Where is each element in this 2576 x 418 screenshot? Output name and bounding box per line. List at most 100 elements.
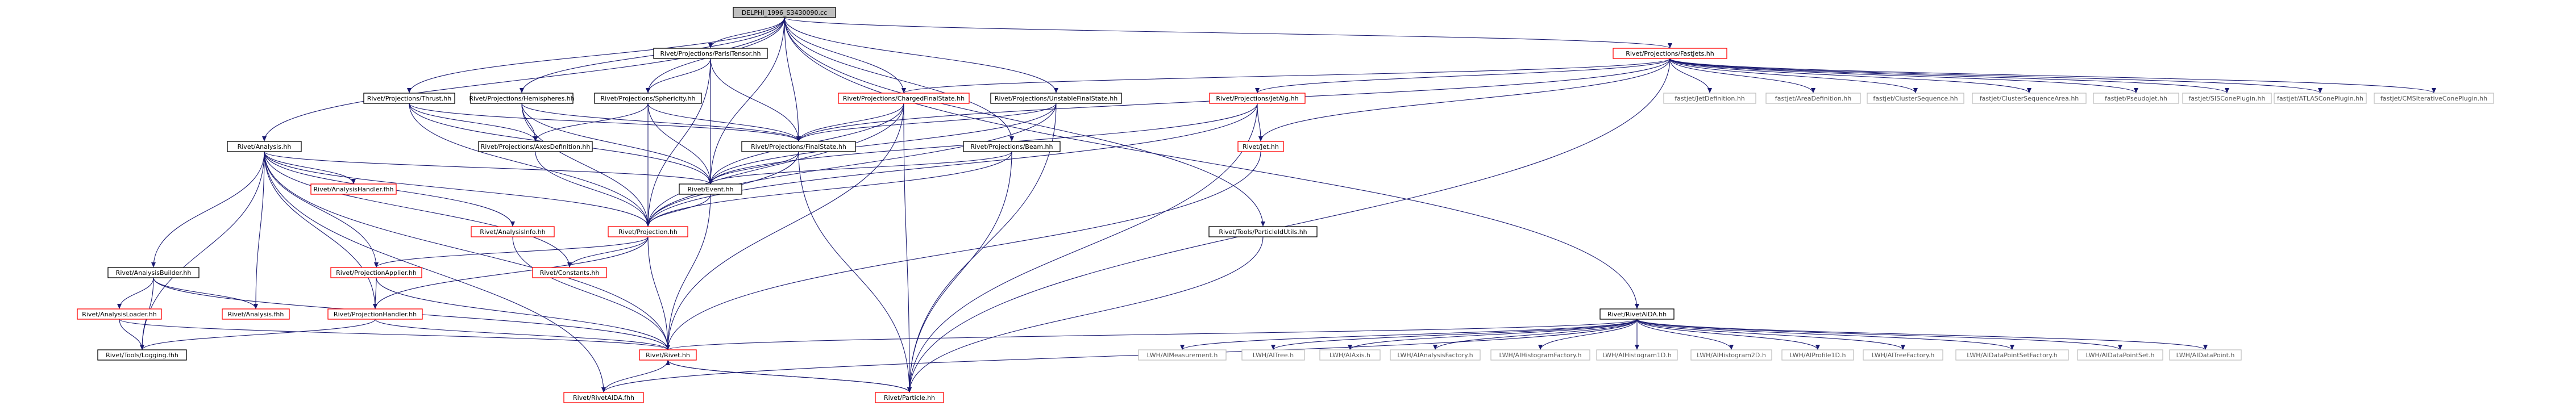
edge-chargedfs-to-particle bbox=[903, 103, 912, 393]
edge-rivetaida-to-lwh_tree bbox=[1271, 319, 1638, 350]
node-rivetaida[interactable]: Rivet/RivetAIDA.hh bbox=[1599, 308, 1675, 320]
edge-beam-to-event bbox=[708, 151, 1012, 185]
node-label-jetalg: Rivet/Projections/JetAlg.hh bbox=[1216, 95, 1298, 102]
node-lwh_hist2d: LWH/AIHistogram2D.h bbox=[1690, 349, 1772, 361]
node-label-projection: Rivet/Projection.hh bbox=[618, 228, 678, 236]
edge-rivetaida-to-lwh_dpsfactory bbox=[1636, 319, 2014, 350]
node-rivetaidafhh[interactable]: Rivet/RivetAIDA.fhh bbox=[563, 392, 644, 403]
node-fj_clusterseq: fastjet/ClusterSequence.hh bbox=[1867, 93, 1964, 104]
node-fastjets[interactable]: Rivet/Projections/FastJets.hh bbox=[1613, 48, 1727, 59]
node-label-event: Rivet/Event.hh bbox=[688, 186, 734, 193]
node-lwh_analysisfactory: LWH/AIAnalysisFactory.h bbox=[1390, 349, 1481, 361]
node-hemispheres[interactable]: Rivet/Projections/Hemispheres.hh bbox=[469, 93, 575, 104]
node-analysisbuilder[interactable]: Rivet/AnalysisBuilder.hh bbox=[107, 267, 200, 278]
node-analysisloader[interactable]: Rivet/AnalysisLoader.hh bbox=[77, 308, 162, 320]
node-projectionapplier[interactable]: Rivet/ProjectionApplier.hh bbox=[330, 267, 422, 278]
node-jet[interactable]: Rivet/Jet.hh bbox=[1237, 141, 1284, 152]
node-beam[interactable]: Rivet/Projections/Beam.hh bbox=[963, 141, 1061, 152]
node-label-fastjets: Rivet/Projections/FastJets.hh bbox=[1626, 50, 1714, 57]
node-box-rivetaidafhh bbox=[563, 392, 644, 403]
node-particleidutils[interactable]: Rivet/Tools/ParticleIdUtils.hh bbox=[1208, 226, 1318, 237]
edge-analysis-to-analysisfhh bbox=[254, 151, 265, 310]
node-jetalg[interactable]: Rivet/Projections/JetAlg.hh bbox=[1209, 93, 1306, 104]
node-label-beam: Rivet/Projections/Beam.hh bbox=[970, 143, 1053, 151]
node-box-lwh_axis bbox=[1319, 349, 1381, 361]
node-box-sphericity bbox=[594, 93, 702, 104]
edge-fastjets-to-fj_jetdef bbox=[1669, 58, 1712, 94]
node-fj_atlas: fastjet/ATLASConePlugin.hh bbox=[2274, 93, 2367, 104]
node-chargedfs[interactable]: Rivet/Projections/ChargedFinalState.hh bbox=[838, 93, 970, 104]
node-box-lwh_hist2d bbox=[1690, 349, 1772, 361]
node-label-lwh_dpsfactory: LWH/AIDataPointSetFactory.h bbox=[1967, 352, 2057, 359]
node-box-constants bbox=[532, 267, 607, 278]
node-finalstate[interactable]: Rivet/Projections/FinalState.hh bbox=[741, 141, 856, 152]
edge-thrust-to-finalstate bbox=[409, 103, 801, 142]
edge-projection-to-projectionapplier bbox=[374, 236, 649, 268]
node-event[interactable]: Rivet/Event.hh bbox=[679, 183, 742, 195]
node-lwh_hist1d: LWH/AIHistogram1D.h bbox=[1596, 349, 1678, 361]
edge-fastjets-to-jet bbox=[1258, 58, 1671, 142]
edge-hemispheres-to-finalstate bbox=[521, 103, 801, 142]
edge-partonic-to-finalstate bbox=[710, 58, 801, 142]
edge-analysis-to-analysishandler bbox=[264, 151, 356, 185]
node-sphericity[interactable]: Rivet/Projections/Sphericity.hh bbox=[594, 93, 702, 104]
node-lwh_dpsfactory: LWH/AIDataPointSetFactory.h bbox=[1955, 349, 2069, 361]
node-lwh_measurement: LWH/AIMeasurement.h bbox=[1138, 349, 1227, 361]
node-axesdef[interactable]: Rivet/Projections/AxesDefinition.hh bbox=[478, 141, 593, 152]
edge-projectionapplier-to-rivet bbox=[376, 277, 670, 350]
edge-root-to-finalstate bbox=[784, 17, 801, 142]
node-fj_siscone: fastjet/SISConePlugin.hh bbox=[2182, 93, 2272, 104]
node-label-fj_jetdef: fastjet/JetDefinition.hh bbox=[1675, 95, 1745, 102]
node-box-projection bbox=[608, 226, 688, 237]
node-partonic[interactable]: Rivet/Projections/ParisiTensor.hh bbox=[653, 48, 768, 59]
edge-root-to-chargedfs bbox=[784, 17, 906, 94]
node-box-particleidutils bbox=[1208, 226, 1318, 237]
node-label-analysishandler: Rivet/AnalysisHandler.fhh bbox=[314, 186, 394, 193]
edge-hemispheres-to-projection bbox=[521, 103, 650, 227]
node-box-fj_clusterseq bbox=[1867, 93, 1964, 104]
node-thrust[interactable]: Rivet/Projections/Thrust.hh bbox=[363, 93, 455, 104]
edge-analysis-to-logging bbox=[140, 151, 265, 350]
edge-unstablefs-to-projection bbox=[646, 103, 1057, 227]
node-particle[interactable]: Rivet/Particle.hh bbox=[875, 392, 944, 403]
node-analysisinfo[interactable]: Rivet/AnalysisInfo.hh bbox=[471, 226, 555, 237]
node-box-fj_siscone bbox=[2182, 93, 2272, 104]
edge-finalstate-to-event bbox=[708, 151, 799, 185]
node-box-jet bbox=[1237, 141, 1284, 152]
node-box-lwh_tree bbox=[1241, 349, 1305, 361]
edge-unstablefs-to-finalstate bbox=[796, 103, 1057, 142]
node-analysishandler[interactable]: Rivet/AnalysisHandler.fhh bbox=[310, 183, 397, 195]
edge-projection-to-projectionhandler bbox=[373, 236, 649, 310]
edge-analysis-to-constants bbox=[264, 151, 572, 268]
node-projection[interactable]: Rivet/Projection.hh bbox=[608, 226, 688, 237]
node-box-event bbox=[679, 183, 742, 195]
edge-fastjets-to-fj_clusterseqarea bbox=[1669, 58, 2031, 94]
edge-rivetaida-to-rivet bbox=[666, 319, 1638, 350]
edge-fastjets-to-fj_areadef bbox=[1669, 58, 1815, 94]
node-label-lwh_hist1d: LWH/AIHistogram1D.h bbox=[1602, 352, 1672, 359]
node-label-jet: Rivet/Jet.hh bbox=[1243, 143, 1279, 151]
edge-sphericity-to-axesdef bbox=[533, 103, 649, 142]
node-box-analysisloader bbox=[77, 308, 162, 320]
edge-rivetaida-to-lwh_measurement bbox=[1180, 319, 1638, 350]
node-logging[interactable]: Rivet/Tools/Logging.fhh bbox=[97, 349, 187, 361]
node-rivet[interactable]: Rivet/Rivet.hh bbox=[639, 349, 697, 361]
node-analysisfhh[interactable]: Rivet/Analysis.fhh bbox=[222, 308, 290, 320]
node-box-lwh_profile1d bbox=[1781, 349, 1854, 361]
edge-fastjets-to-fj_cms bbox=[1669, 58, 2436, 94]
node-fj_areadef: fastjet/AreaDefinition.hh bbox=[1765, 93, 1861, 104]
node-box-lwh_treefactory bbox=[1863, 349, 1943, 361]
edge-root-to-unstablefs bbox=[784, 17, 1058, 94]
node-root[interactable]: DELPHI_1996_S3430090.cc bbox=[733, 7, 836, 18]
edge-analysis-to-projectionapplier bbox=[264, 151, 379, 268]
node-projectionhandler[interactable]: Rivet/ProjectionHandler.hh bbox=[327, 308, 423, 320]
node-constants[interactable]: Rivet/Constants.hh bbox=[532, 267, 607, 278]
node-lwh_profile1d: LWH/AIProfile1D.h bbox=[1781, 349, 1854, 361]
edge-chargedfs-to-rivet bbox=[666, 103, 904, 350]
node-label-sphericity: Rivet/Projections/Sphericity.hh bbox=[601, 95, 696, 102]
edge-partonic-to-projection bbox=[646, 58, 711, 227]
edge-rivetaida-to-lwh_dps bbox=[1636, 319, 2122, 350]
node-label-lwh_profile1d: LWH/AIProfile1D.h bbox=[1790, 352, 1846, 359]
node-unstablefs[interactable]: Rivet/Projections/UnstableFinalState.hh bbox=[990, 93, 1122, 104]
node-analysis[interactable]: Rivet/Analysis.hh bbox=[227, 141, 302, 152]
